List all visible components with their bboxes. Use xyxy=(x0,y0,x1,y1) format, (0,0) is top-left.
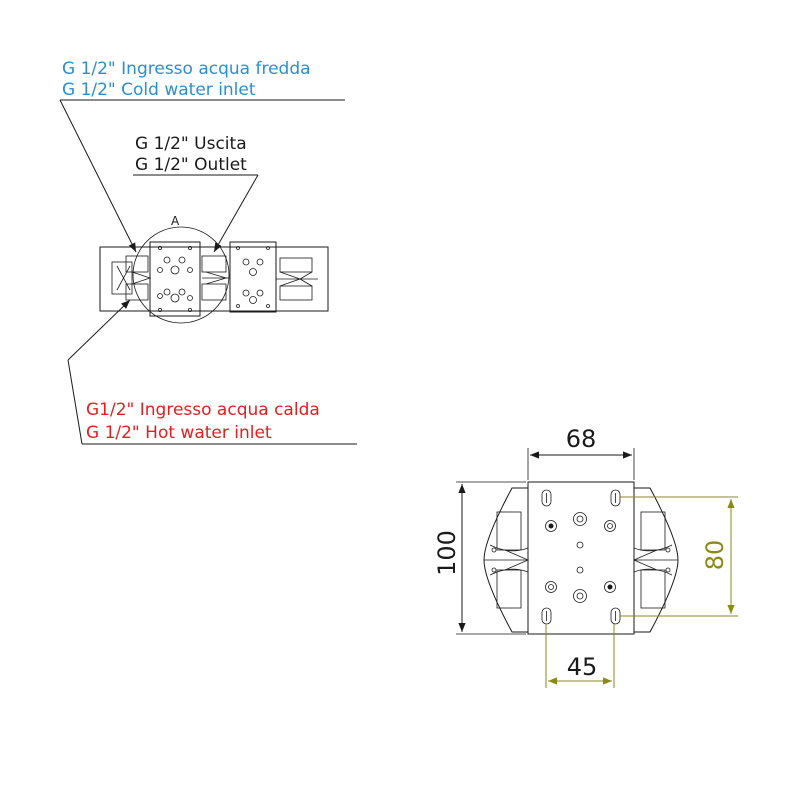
front-left-valve xyxy=(484,511,530,609)
outlet-label-it: G 1/2" Uscita xyxy=(135,134,247,154)
hot-inlet-leader-1 xyxy=(67,359,83,445)
outlet-leader xyxy=(213,174,259,253)
cold-inlet-leader xyxy=(59,99,137,253)
plan-view: G 1/2" Ingresso acqua fredda G 1/2" Cold… xyxy=(59,59,357,445)
cold-inlet-label-en: G 1/2" Cold water inlet xyxy=(62,80,256,100)
cold-inlet-label-it: G 1/2" Ingresso acqua fredda xyxy=(62,59,311,79)
dim-width-value: 68 xyxy=(566,425,597,453)
hot-inlet-label-en: G 1/2" Hot water inlet xyxy=(86,423,272,443)
front-plate xyxy=(527,481,635,635)
right-plate xyxy=(229,241,277,313)
central-plate xyxy=(149,241,201,317)
left-valve xyxy=(111,255,152,301)
outlet-label-en: G 1/2" Outlet xyxy=(135,155,247,175)
hot-inlet-label-it: G1/2" Ingresso acqua calda xyxy=(86,400,320,420)
slot-holes xyxy=(541,489,621,625)
dim-holes-v-value: 80 xyxy=(701,540,729,571)
detail-a-circle xyxy=(132,226,230,324)
dim-height-value: 100 xyxy=(433,530,461,576)
mixer-body-outline xyxy=(99,246,329,312)
front-right-valve xyxy=(632,511,678,609)
plate-holes xyxy=(545,512,616,603)
middle-connector xyxy=(201,255,230,301)
detail-a-label: A xyxy=(171,214,180,228)
right-valve xyxy=(276,257,318,301)
front-view: 68 100 80 45 xyxy=(433,425,738,688)
dim-holes-h-value: 45 xyxy=(567,653,598,681)
hot-inlet-leader-2 xyxy=(67,299,131,361)
